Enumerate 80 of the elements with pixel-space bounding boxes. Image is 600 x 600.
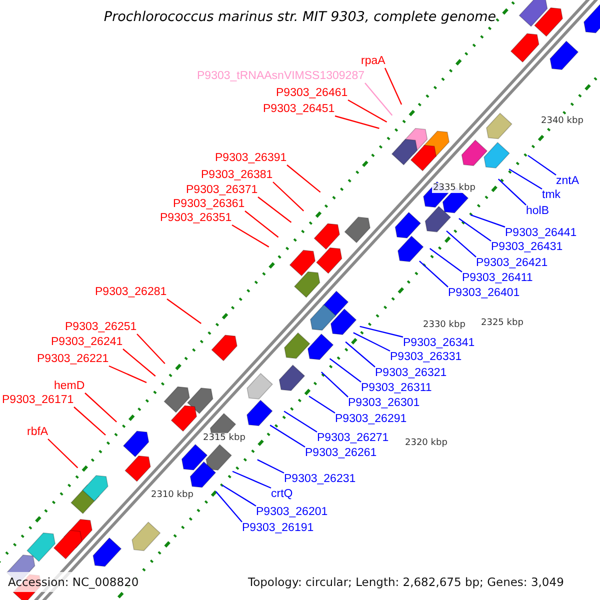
leader-line [308,396,336,414]
leader-line [258,196,292,223]
gene-label: P9303_26311 [361,382,432,394]
gene-label: hemD [54,380,85,392]
gene-label: tmk [542,188,561,202]
gene-label: P9303_26461 [276,86,348,100]
leader-line [84,392,117,422]
leader-line [430,248,462,272]
leader-line [360,326,404,338]
title: Prochlorococcus marinus str. MIT 9303, complete genome [102,9,498,25]
leader-line [215,491,242,522]
gene-label: holB [526,204,550,218]
leader-line [320,372,348,398]
gene-label: P9303_26221 [37,352,109,366]
scale-label: 2340 kbp [540,116,584,126]
leader-line [232,470,272,489]
leader-line [284,410,318,432]
leader-line [345,341,376,368]
gene-label: P9303_26371 [186,184,258,196]
leader-line [458,218,492,242]
leader-line [48,438,78,468]
gene-label: P9303_26361 [173,198,245,210]
leader-line [498,178,526,206]
gene-label: P9303_26171 [2,394,74,406]
leader-line [166,298,202,324]
leader-line [446,230,476,258]
gene-label: P9303_26321 [375,366,447,380]
gene-label: P9303_26241 [51,336,123,348]
gene-label: P9303_26421 [476,256,548,270]
gene-label: P9303_26231 [284,472,356,486]
scale-label: 2330 kbp [422,320,466,330]
gene-label: P9303_26381 [201,168,273,182]
gene-label: P9303_26411 [462,272,533,284]
leader-line [286,164,321,193]
leader-line [384,68,402,105]
gene-label: P9303_26301 [348,396,420,410]
gene-label: P9303_26291 [335,412,407,426]
gene-label: P9303_26271 [317,432,389,444]
leader-line [508,168,542,190]
gene-label: P9303_26191 [242,522,314,534]
scale-label: 2320 kbp [404,438,448,448]
leader-line [348,99,388,123]
gene-label: P9303_26391 [215,152,287,164]
leader-line [74,406,106,436]
scale-label: 2335 kbp [432,183,476,193]
gene-label: zntA [556,174,580,188]
leader-line [528,154,556,176]
leader-line [353,332,390,352]
gene-label: P9303_26261 [305,446,377,460]
leader-line [232,224,270,248]
leader-line [108,365,147,384]
leader-line [257,459,284,474]
gene-label: P9303_26341 [403,336,475,350]
leader-line [136,334,166,364]
leader-line [419,260,448,288]
gene-label: crtQ [271,488,293,500]
gene-label: P9303_26281 [95,286,167,298]
gene-label: P9303_tRNAAsnVIMSS1309287 [197,70,364,82]
gene-label: P9303_26251 [65,320,137,334]
gene-label: P9303_26351 [160,212,232,224]
leader-line [272,182,304,212]
leader-line [244,210,279,238]
leader-line [222,484,256,507]
leader-line [470,214,506,228]
leader-line [329,358,362,382]
scale-label: 2325 kbp [480,318,524,328]
gene-label: rbfA [27,426,48,438]
gene-label: P9303_26201 [256,506,328,518]
scale-label: 2310 kbp [150,490,194,500]
gene-label: P9303_26401 [448,286,520,300]
leader-line [334,115,380,129]
gene-label: rpaA [361,54,386,68]
gene-label: P9303_26431 [491,240,563,254]
leader-line [270,424,306,448]
scale-label: 2315 kbp [202,433,246,443]
gene-label: P9303_26441 [505,226,577,240]
leader-line [364,82,393,116]
gene-label: P9303_26451 [263,102,335,116]
leader-line [122,348,156,377]
gene-label: P9303_26331 [390,350,462,364]
